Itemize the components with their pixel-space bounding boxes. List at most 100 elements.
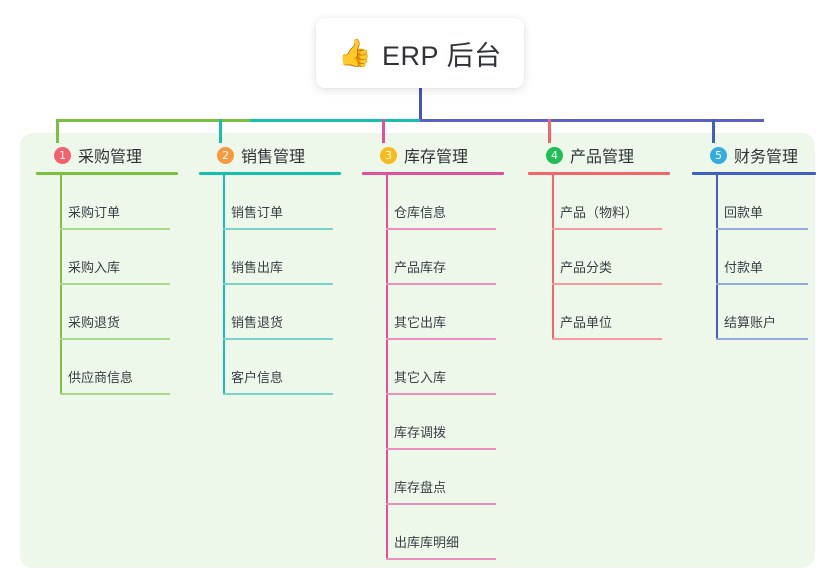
leaf-node-rule [716,283,808,285]
column-items-1: 采购订单采购入库采购退货供应商信息 [36,175,178,395]
leaf-node[interactable]: 销售出库 [199,230,341,285]
column-3: 3 库存管理仓库信息产品库存其它出库其它入库库存调拨库存盘点出库库明细 [362,143,504,560]
column-spine-2 [223,175,225,395]
leaf-node[interactable]: 其它出库 [362,285,504,340]
leaf-node[interactable]: 库存盘点 [362,450,504,505]
column-header-rule-3 [362,172,504,175]
leaf-node-rule [60,283,170,285]
leaf-node-label: 采购退货 [68,315,121,330]
column-spine-4 [552,175,554,340]
leaf-node[interactable]: 供应商信息 [36,340,178,395]
leaf-node-label: 采购订单 [68,205,121,220]
column-drop-1 [56,119,59,143]
column-header-2[interactable]: 2 销售管理 [199,143,341,167]
leaf-node[interactable]: 产品库存 [362,230,504,285]
thumbs-up-icon: 👍 [338,37,373,68]
root-node-card[interactable]: 👍 ERP 后台 [316,18,524,88]
leaf-node-rule [716,338,808,340]
leaf-node-label: 供应商信息 [68,370,134,385]
column-spine-5 [716,175,718,340]
leaf-node-label: 其它出库 [394,315,447,330]
leaf-node-label: 销售退货 [231,315,284,330]
leaf-node[interactable]: 销售退货 [199,285,341,340]
column-title-1: 采购管理 [78,149,143,166]
leaf-node-label: 产品分类 [560,260,613,275]
root-node-label: ERP 后台 [382,40,502,71]
column-items-4: 产品（物料） 产品分类产品单位 [528,175,670,340]
leaf-node[interactable]: 其它入库 [362,340,504,395]
leaf-node-label: 付款单 [724,260,764,275]
leaf-node[interactable]: 采购订单 [36,175,178,230]
column-title-2: 销售管理 [241,149,306,166]
column-spine-1 [60,175,62,395]
leaf-node[interactable]: 出库库明细 [362,505,504,560]
leaf-node-label: 仓库信息 [394,205,447,220]
leaf-node-rule [552,338,662,340]
leaf-node[interactable]: 付款单 [692,230,816,285]
column-header-4[interactable]: 4 产品管理 [528,143,670,167]
diagram-panel [20,133,815,568]
leaf-node-label: 销售出库 [231,260,284,275]
leaf-node-rule [716,228,808,230]
leaf-node-rule [386,283,496,285]
column-title-5: 财务管理 [734,149,799,166]
leaf-node[interactable]: 产品分类 [528,230,670,285]
leaf-node[interactable]: 回款单 [692,175,816,230]
leaf-node-label: 采购入库 [68,260,121,275]
column-badge-3: 3 [380,146,397,164]
leaf-node-rule [386,448,496,450]
leaf-node[interactable]: 仓库信息 [362,175,504,230]
leaf-node[interactable]: 客户信息 [199,340,341,395]
column-drop-4 [548,119,551,143]
column-drop-5 [712,119,715,143]
column-title-4: 产品管理 [570,149,635,166]
column-spine-3 [386,175,388,560]
leaf-node-rule [386,338,496,340]
column-badge-4: 4 [546,146,563,164]
leaf-node-label: 库存盘点 [394,480,447,495]
column-title-3: 库存管理 [404,149,469,166]
leaf-node-rule [386,228,496,230]
leaf-node-rule [552,228,662,230]
bus-segment-1 [56,119,250,122]
bus-segment-3 [420,119,764,122]
column-items-5: 回款单付款单结算账户 [692,175,816,340]
leaf-node[interactable]: 库存调拨 [362,395,504,450]
leaf-node[interactable]: 销售订单 [199,175,341,230]
trunk-line [419,88,422,121]
leaf-node-rule [60,228,170,230]
leaf-node-label: 产品单位 [560,315,613,330]
column-badge-5: 5 [710,146,727,164]
column-header-5[interactable]: 5 财务管理 [692,143,816,167]
column-badge-2: 2 [217,146,234,164]
column-4: 4 产品管理产品（物料） 产品分类产品单位 [528,143,670,340]
leaf-node-rule [223,283,333,285]
leaf-node[interactable]: 采购退货 [36,285,178,340]
leaf-node-rule [60,338,170,340]
leaf-node[interactable]: 产品（物料） [528,175,670,230]
column-5: 5 财务管理回款单付款单结算账户 [692,143,816,340]
column-header-rule-2 [199,172,341,175]
column-badge-1: 1 [54,146,71,164]
column-2: 2 销售管理销售订单销售出库销售退货客户信息 [199,143,341,395]
leaf-node-rule [223,228,333,230]
leaf-node-rule [223,338,333,340]
leaf-node-label: 出库库明细 [394,535,460,550]
column-header-3[interactable]: 3 库存管理 [362,143,504,167]
leaf-node-label: 其它入库 [394,370,447,385]
leaf-node-rule [386,503,496,505]
column-header-1[interactable]: 1 采购管理 [36,143,178,167]
column-items-2: 销售订单销售出库销售退货客户信息 [199,175,341,395]
leaf-node[interactable]: 采购入库 [36,230,178,285]
column-drop-3 [382,119,385,143]
column-header-rule-5 [692,172,816,175]
leaf-node-rule [386,558,496,560]
leaf-node[interactable]: 结算账户 [692,285,816,340]
leaf-node[interactable]: 产品单位 [528,285,670,340]
leaf-node-rule [223,393,333,395]
leaf-node-label: 销售订单 [231,205,284,220]
leaf-node-label: 结算账户 [724,315,777,330]
column-items-3: 仓库信息产品库存其它出库其它入库库存调拨库存盘点出库库明细 [362,175,504,560]
column-drop-2 [219,119,222,143]
